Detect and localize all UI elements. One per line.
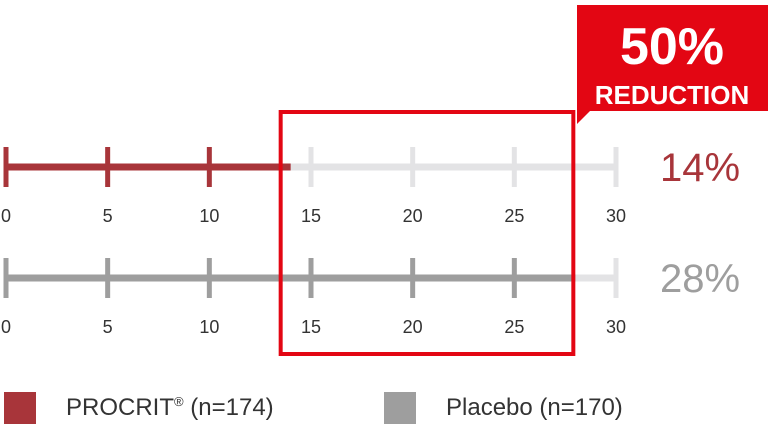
callout-pointer [577, 111, 590, 124]
tick-label-procrit-15: 15 [301, 206, 321, 226]
tick-label-placebo-25: 25 [504, 317, 524, 337]
value-label-procrit: 14% [660, 146, 740, 190]
tick-label-procrit-25: 25 [504, 206, 524, 226]
callout-main-label: 50% [620, 18, 724, 76]
legend-label-placebo: Placebo (n=170) [446, 394, 623, 421]
callout-sub-label: REDUCTION [595, 80, 750, 110]
tick-label-procrit-0: 0 [1, 206, 11, 226]
tick-label-placebo-15: 15 [301, 317, 321, 337]
callout-box [577, 5, 768, 111]
legend-swatch-procrit [4, 392, 36, 424]
tick-label-placebo-10: 10 [199, 317, 219, 337]
tick-label-placebo-0: 0 [1, 317, 11, 337]
tick-label-procrit-10: 10 [199, 206, 219, 226]
legend-swatch-placebo [384, 392, 416, 424]
reduction-chart: 0 5 10 15 20 25 30 14% 0 5 10 15 20 25 30 28% 50% REDUCTI… [1, 5, 768, 356]
legend-label-procrit: PROCRIT® (n=174) [66, 394, 274, 421]
tick-label-procrit-20: 20 [403, 206, 423, 226]
tick-label-placebo-5: 5 [103, 317, 113, 337]
highlight-box [278, 110, 576, 356]
tick-label-placebo-20: 20 [403, 317, 423, 337]
legend-item-placebo: Placebo (n=170) [384, 392, 623, 424]
value-label-placebo: 28% [660, 257, 740, 301]
tick-label-procrit-30: 30 [606, 206, 626, 226]
tick-label-procrit-5: 5 [103, 206, 113, 226]
legend-item-procrit: PROCRIT® (n=174) [4, 392, 274, 424]
tick-label-placebo-30: 30 [606, 317, 626, 337]
